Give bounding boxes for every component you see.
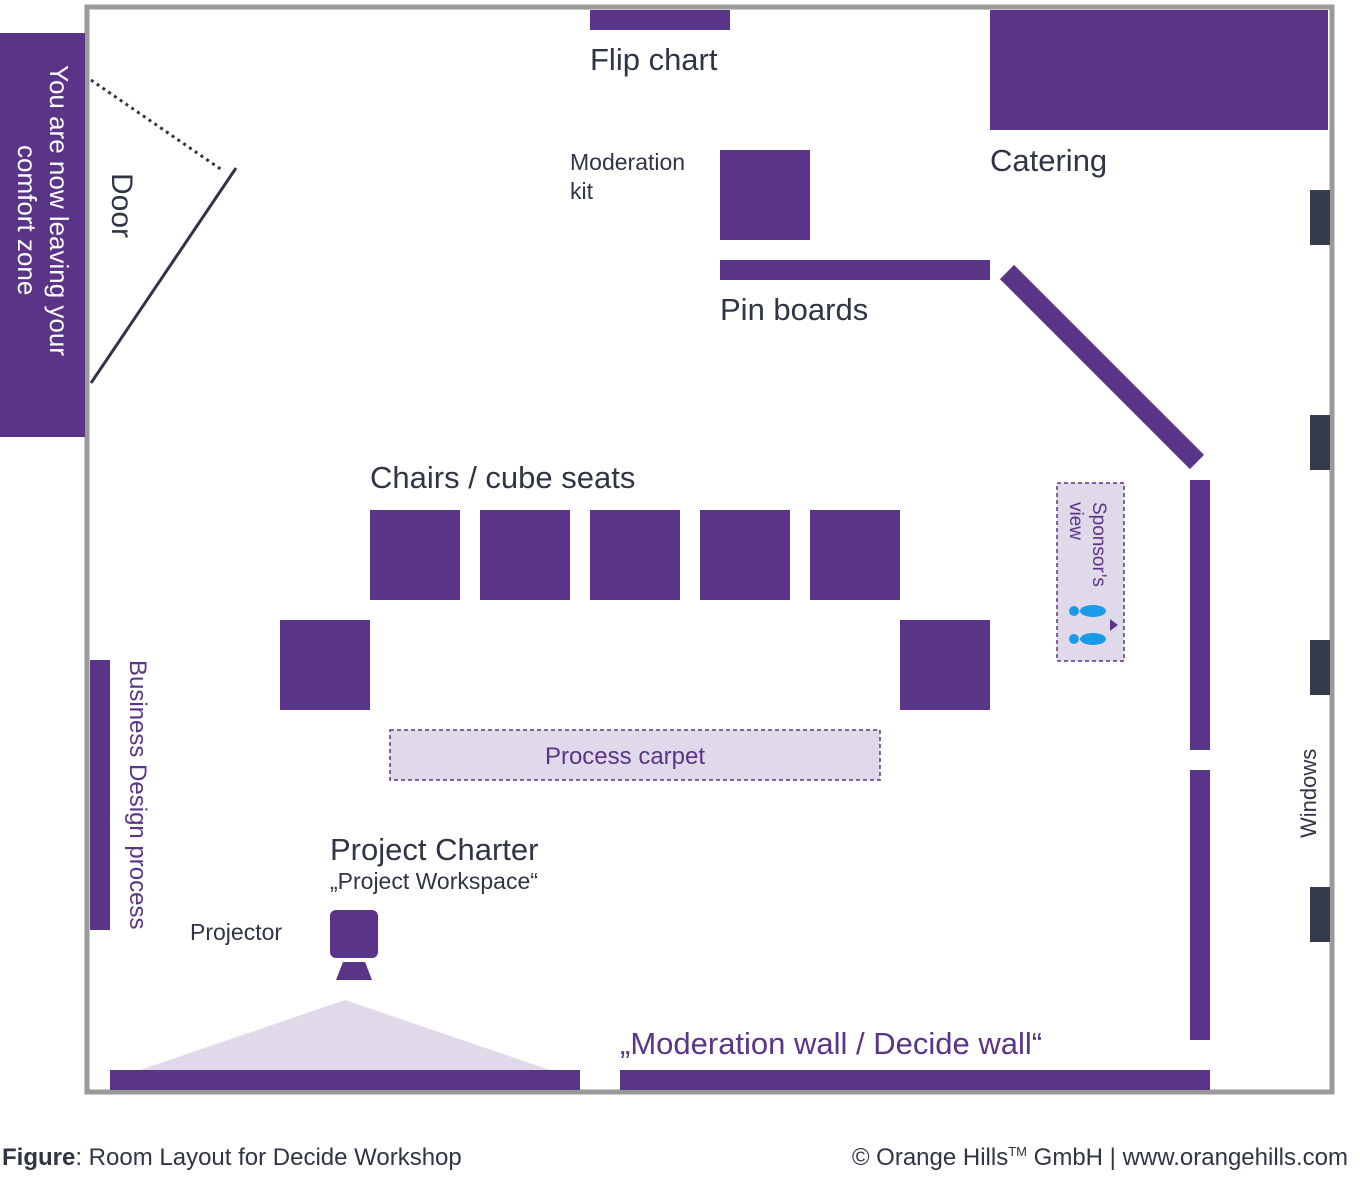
moderation-wall — [620, 1070, 1210, 1090]
pin-board-diagonal — [999, 264, 1205, 470]
door-label: Door — [105, 173, 138, 238]
pin-board-horizontal — [720, 260, 990, 280]
copyright-pre: © Orange Hills — [851, 1144, 1009, 1171]
figure-caption: Figure: Room Layout for Decide Workshop — [2, 1144, 462, 1172]
flip-chart — [590, 10, 730, 30]
moderation-kit-label-line2: kit — [570, 178, 594, 204]
window — [1310, 415, 1330, 470]
process-carpet — [389, 729, 881, 781]
catering-table — [990, 10, 1328, 130]
catering-label: Catering — [990, 143, 1107, 178]
moderation-kit — [720, 150, 810, 240]
window — [1310, 887, 1330, 942]
business-design-wall — [90, 660, 110, 930]
sponsors-view-label-line2: view — [1065, 502, 1086, 540]
chair — [810, 510, 900, 600]
door-leaf — [89, 167, 238, 384]
sponsors-view-label-line1: Sponsor’s — [1088, 502, 1109, 587]
windows-label: Windows — [1296, 749, 1321, 838]
chairs-label: Chairs / cube seats — [370, 460, 635, 495]
chair — [280, 620, 370, 710]
room-walls — [84, 4, 1335, 1095]
footprints-icon — [1069, 605, 1106, 645]
project-workspace-label: „Project Workspace“ — [330, 868, 538, 894]
projector-label: Projector — [190, 919, 282, 945]
projection-beam — [140, 1000, 550, 1070]
moderation-kit-label-line1: Moderation — [570, 149, 685, 175]
window — [1310, 190, 1330, 245]
right-wall-panel-upper — [1190, 480, 1210, 750]
right-wall-panel-lower — [1190, 770, 1210, 1040]
sponsors-view-area — [1056, 482, 1125, 662]
projector-lens — [336, 962, 372, 980]
door-swing-arc — [90, 78, 223, 172]
view-direction-arrow-icon — [1110, 619, 1118, 631]
comfort-zone-text-line2: comfort zone — [12, 145, 42, 295]
business-design-label: Business Design process — [124, 660, 151, 929]
comfort-zone-banner — [0, 33, 85, 437]
project-charter-wall — [110, 1070, 580, 1090]
chair — [480, 510, 570, 600]
projector — [330, 910, 378, 958]
copyright-post: GmbH | www.orangehills.com — [1027, 1144, 1348, 1171]
figure-caption-bold: Figure — [2, 1144, 76, 1171]
chair — [590, 510, 680, 600]
window — [1310, 640, 1330, 695]
project-charter-label: Project Charter — [330, 832, 538, 867]
flip-chart-label: Flip chart — [590, 42, 718, 77]
pin-boards-label: Pin boards — [720, 292, 868, 327]
chair — [370, 510, 460, 600]
trademark: TM — [1008, 1144, 1027, 1159]
process-carpet-label: Process carpet — [545, 743, 705, 770]
comfort-zone-text-line1: You are now leaving your — [44, 65, 74, 356]
figure-caption-text: : Room Layout for Decide Workshop — [75, 1144, 462, 1171]
copyright-notice: © Orange HillsTM GmbH | www.orangehills.… — [852, 1144, 1348, 1172]
moderation-wall-label: „Moderation wall / Decide wall“ — [620, 1026, 1042, 1061]
chair — [700, 510, 790, 600]
chair — [900, 620, 990, 710]
